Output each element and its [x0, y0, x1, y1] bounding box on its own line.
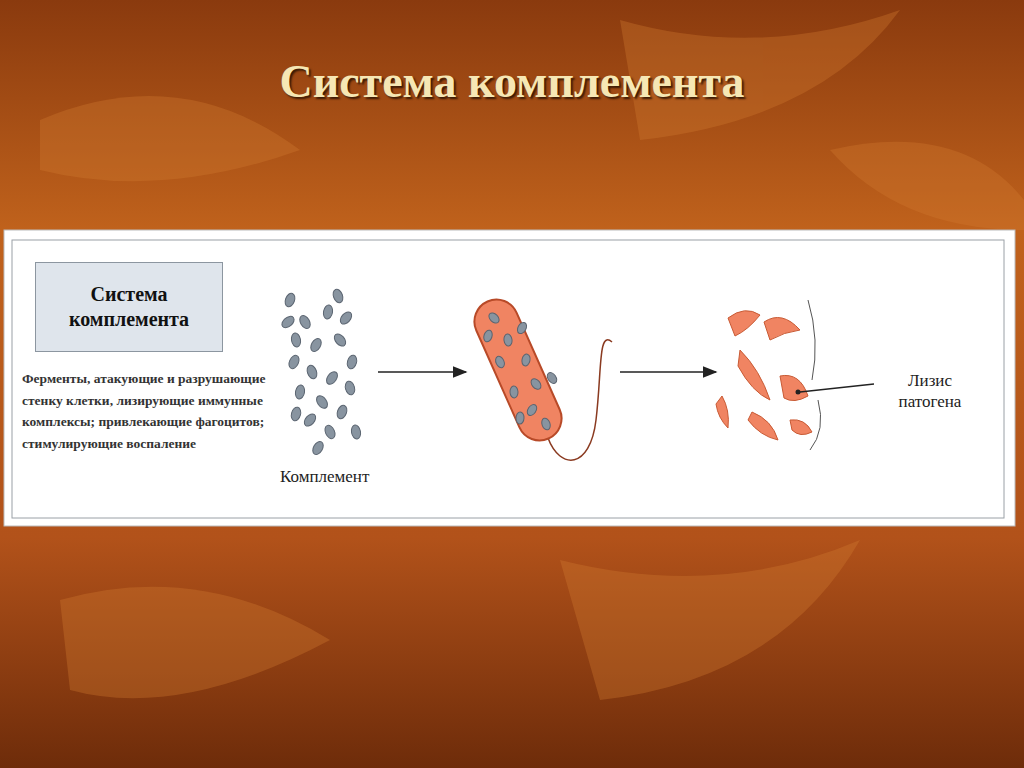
step-arrow: [378, 371, 466, 373]
step-arrow: [620, 371, 716, 373]
lysed-fragments: [716, 311, 812, 440]
leader-line: [800, 384, 874, 392]
complement-label: Комплемент: [280, 466, 369, 487]
lysis-label: Лизис патогена: [878, 370, 982, 413]
fragment-strands: [808, 300, 821, 450]
slide-title: Система комплемента: [0, 55, 1024, 108]
box-heading: Система комплемента: [46, 282, 212, 332]
complement-proteins: [280, 288, 362, 456]
bacterium: [467, 293, 612, 461]
leader-dot: [796, 390, 801, 395]
description-text: Ферменты, атакующие и разрушающие стенку…: [22, 368, 270, 454]
label-box: Система комплемента: [35, 262, 223, 352]
